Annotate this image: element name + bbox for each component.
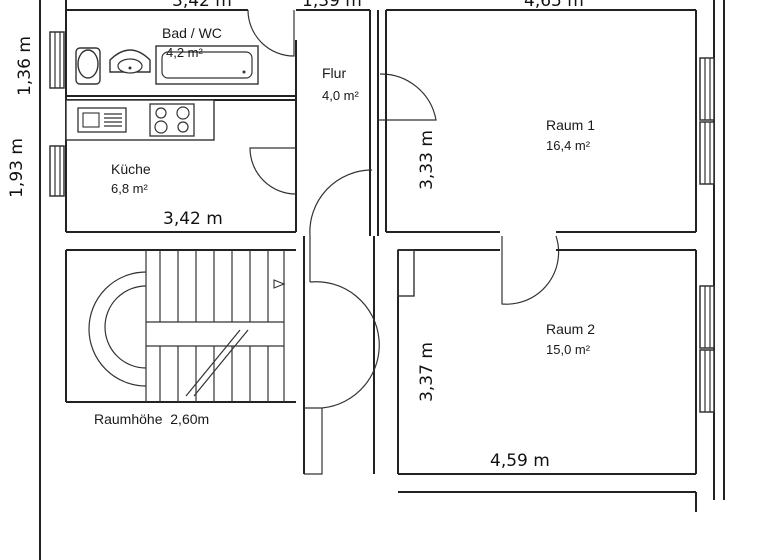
top-left-dim: 3,42 m xyxy=(172,0,232,11)
hall-door-arc xyxy=(378,73,437,121)
kitchen-height-dim: 1,93 m xyxy=(7,138,27,198)
room1-walls xyxy=(385,9,697,233)
room1-label: Raum 1 xyxy=(546,117,595,133)
hall-area: 4,0 m² xyxy=(322,88,360,103)
window-room2-top xyxy=(699,285,715,349)
room1-door-arc xyxy=(501,235,560,305)
right-exterior-wall xyxy=(398,0,725,512)
room1-area: 16,4 m² xyxy=(546,138,591,153)
kitchen-area: 6,8 m² xyxy=(111,181,149,196)
top-right-dim: 4,65 m xyxy=(524,0,584,11)
window-room2-bottom xyxy=(699,349,715,413)
kitchen-label: Küche xyxy=(111,161,151,177)
room2-area: 15,0 m² xyxy=(546,342,591,357)
bath-height-dim: 1,36 m xyxy=(15,36,35,96)
toilet-icon xyxy=(75,47,101,85)
room2-height-dim: 3,37 m xyxy=(417,342,437,402)
hallway-walls xyxy=(303,10,379,474)
entrance-door-arc-top xyxy=(309,169,373,282)
staircase xyxy=(88,250,286,402)
window-kitchen xyxy=(49,145,65,197)
stairwell-walls xyxy=(39,249,296,560)
room2-width-dim: 4,59 m xyxy=(490,451,550,471)
stove-icon xyxy=(149,103,195,137)
window-room1-bottom xyxy=(699,121,715,185)
window-room1-top xyxy=(699,57,715,121)
entrance-door-arc-bottom xyxy=(304,407,323,475)
entrance-door-swing xyxy=(309,281,380,409)
hall-label: Flur xyxy=(322,65,346,81)
bath-label: Bad / WC xyxy=(162,25,222,41)
bath-area: 4,2 m² xyxy=(166,45,204,60)
sink-icon xyxy=(109,49,151,74)
window-bath xyxy=(49,31,65,89)
room1-height-dim: 3,33 m xyxy=(417,130,437,190)
room2-label: Raum 2 xyxy=(546,321,595,337)
top-middle-dim: 1,39 m xyxy=(302,0,362,11)
room2-walls xyxy=(397,249,697,475)
ceiling-height-label: Raumhöhe 2,60m xyxy=(94,411,209,427)
bathtub-icon xyxy=(155,45,259,85)
kitchen-width-dim: 3,42 m xyxy=(163,209,223,229)
bath-door-arc xyxy=(247,9,295,57)
kitchen-door-arc xyxy=(249,147,297,195)
